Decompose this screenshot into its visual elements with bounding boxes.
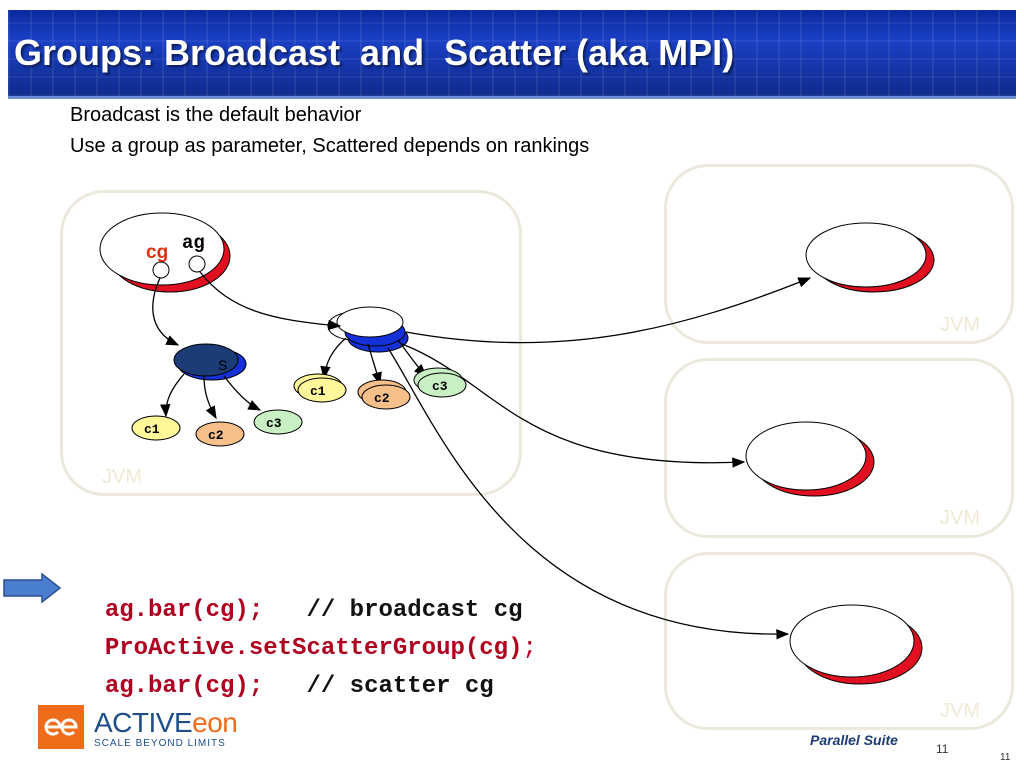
scatter-c3-label: c3 <box>266 416 282 431</box>
jvm-box-top-right <box>664 164 1014 344</box>
parallel-suite-logo: Parallel Suite <box>810 732 898 748</box>
scatter-c1-label: c1 <box>144 422 160 437</box>
subtitle-line-2: Use a group as parameter, Scattered depe… <box>70 135 590 157</box>
broadcast-c1-node <box>293 373 347 403</box>
code-line-3-call: ag.bar(cg); <box>104 673 264 700</box>
jvm-box-mid-right <box>664 358 1014 538</box>
jvm-label-main: JVM <box>102 466 142 488</box>
logo-tagline: SCALE BEYOND LIMITS <box>94 738 226 749</box>
code-line-1-comment: // broadcast cg <box>306 597 523 624</box>
title-bar <box>8 10 1016 99</box>
cg-reference-port <box>152 261 170 279</box>
broadcast-c2-label: c2 <box>374 391 390 406</box>
jvm-label-mid-right: JVM <box>940 507 980 529</box>
current-line-arrow-icon <box>3 572 62 604</box>
remote-object-middle <box>745 421 875 497</box>
remote-object-bottom <box>789 604 923 685</box>
code-line-3-comment: // scatter cg <box>306 673 494 700</box>
broadcast-c1-label: c1 <box>310 384 326 399</box>
broadcast-c2-node <box>357 379 411 410</box>
code-line-1-call: ag.bar(cg); <box>104 597 264 624</box>
logo-wordmark: ACTIVEeon <box>94 707 238 739</box>
broadcast-c3-node <box>413 367 467 398</box>
jvm-label-bottom-right: JVM <box>940 700 980 722</box>
code-line-1: ag.bar(cg); // broadcast cg <box>76 570 523 624</box>
ag-reference-port <box>188 255 206 273</box>
ag-label: ag <box>182 232 205 254</box>
code-line-2-call: ProActive.setScatterGroup(cg) <box>104 635 523 662</box>
logo-wordmark-accent: eon <box>192 707 238 738</box>
code-line-3: ag.bar(cg); // scatter cg <box>76 646 494 700</box>
page-number-small: 11 <box>1000 752 1011 763</box>
group-ag-node <box>327 306 409 353</box>
logo-wordmark-main: ACTIVE <box>94 707 193 738</box>
remote-object-top <box>805 222 935 293</box>
slide-title: Groups: Broadcast and Scatter (aka MPI) <box>14 32 735 73</box>
cg-label: cg <box>146 242 168 263</box>
activeeon-logo-icon <box>38 705 84 749</box>
scatter-c3-node <box>253 409 303 435</box>
code-line-2: ProActive.setScatterGroup(cg); <box>76 608 537 662</box>
scatter-c2-label: c2 <box>208 428 224 443</box>
jvm-label-top-right: JVM <box>940 314 980 336</box>
code-line-2-semicolon: ; <box>522 635 537 662</box>
page-number: 11 <box>936 742 949 756</box>
subtitle-line-1: Broadcast is the default behavior <box>70 104 362 126</box>
scatter-c2-node <box>195 421 245 447</box>
scatter-group-node <box>173 343 247 381</box>
scatter-group-label: S <box>218 357 227 373</box>
scatter-c1-node <box>131 415 181 441</box>
jvm-box-bottom-right <box>664 552 1014 730</box>
broadcast-c3-label: c3 <box>432 379 448 394</box>
